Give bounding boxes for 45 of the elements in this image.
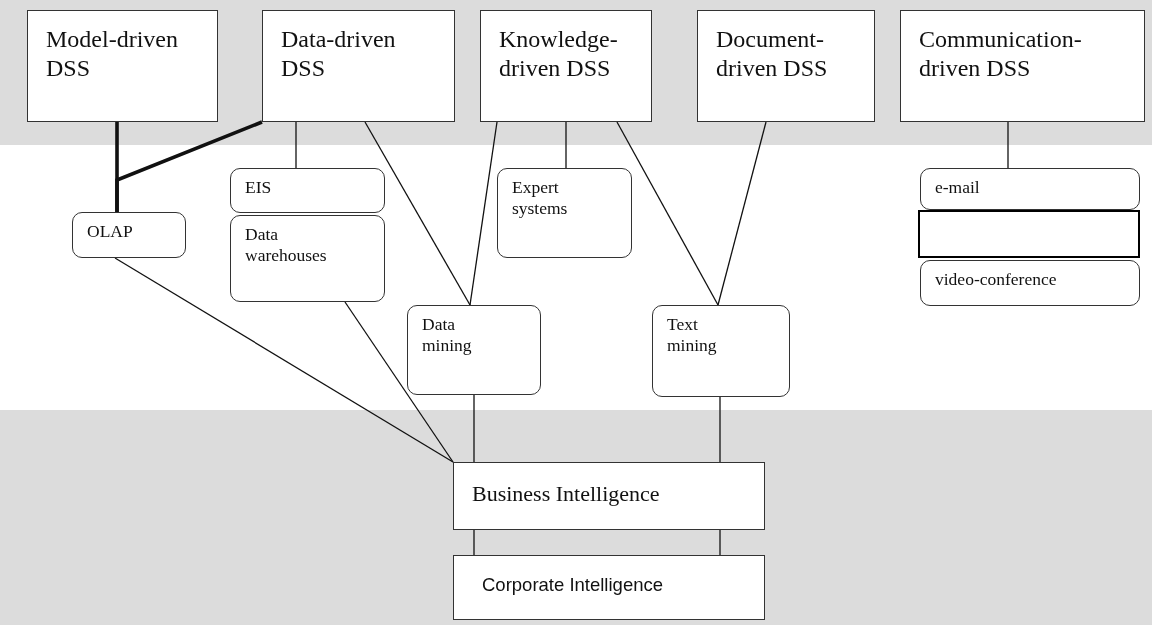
- node-label: Knowledge-driven DSS: [499, 25, 619, 83]
- node-label: video-conference: [935, 269, 1058, 290]
- rounded-box: [230, 168, 385, 213]
- node-label: Business Intelligence: [472, 481, 661, 508]
- connector-line: [364, 121, 471, 306]
- node-label: Text mining: [667, 314, 718, 356]
- rounded-box: [230, 215, 385, 302]
- rounded-box: [497, 168, 632, 258]
- empty-box: [918, 210, 1140, 258]
- connector-line: [344, 301, 454, 463]
- node-label: Data-driven DSS: [281, 25, 397, 83]
- box: [697, 10, 875, 122]
- node-label: EIS: [245, 177, 273, 198]
- rounded-box: [72, 212, 186, 258]
- connector-line: [473, 529, 475, 556]
- connector-line: [295, 121, 297, 169]
- node-label: Document-driven DSS: [716, 25, 829, 83]
- connector-line: [616, 121, 719, 306]
- box: [453, 462, 765, 530]
- node-label: e-mail: [935, 177, 981, 198]
- rounded-box: [407, 305, 541, 395]
- node-label: Data warehouses: [245, 224, 328, 266]
- rounded-box: [920, 260, 1140, 306]
- connector-line: [717, 121, 767, 306]
- connector-line: [719, 529, 721, 556]
- node-label: Expert systems: [512, 177, 569, 219]
- box: [900, 10, 1145, 122]
- connector-line: [565, 121, 567, 169]
- node-label: Corporate Intelligence: [482, 574, 664, 597]
- connector-line: [473, 394, 475, 463]
- box: [453, 555, 765, 620]
- connector-line: [114, 257, 454, 463]
- box: [27, 10, 218, 122]
- connector-line: [469, 121, 498, 306]
- node-label: OLAP: [87, 221, 134, 242]
- connector-line: [719, 396, 721, 463]
- rounded-box: [920, 168, 1140, 210]
- connector-line: [115, 120, 263, 212]
- node-label: Data mining: [422, 314, 473, 356]
- box: [480, 10, 652, 122]
- connector-line: [1007, 121, 1009, 169]
- node-label: Model-driven DSS: [46, 25, 179, 83]
- rounded-box: [652, 305, 790, 397]
- node-label: Communication-driven DSS: [919, 25, 1083, 83]
- box: [262, 10, 455, 122]
